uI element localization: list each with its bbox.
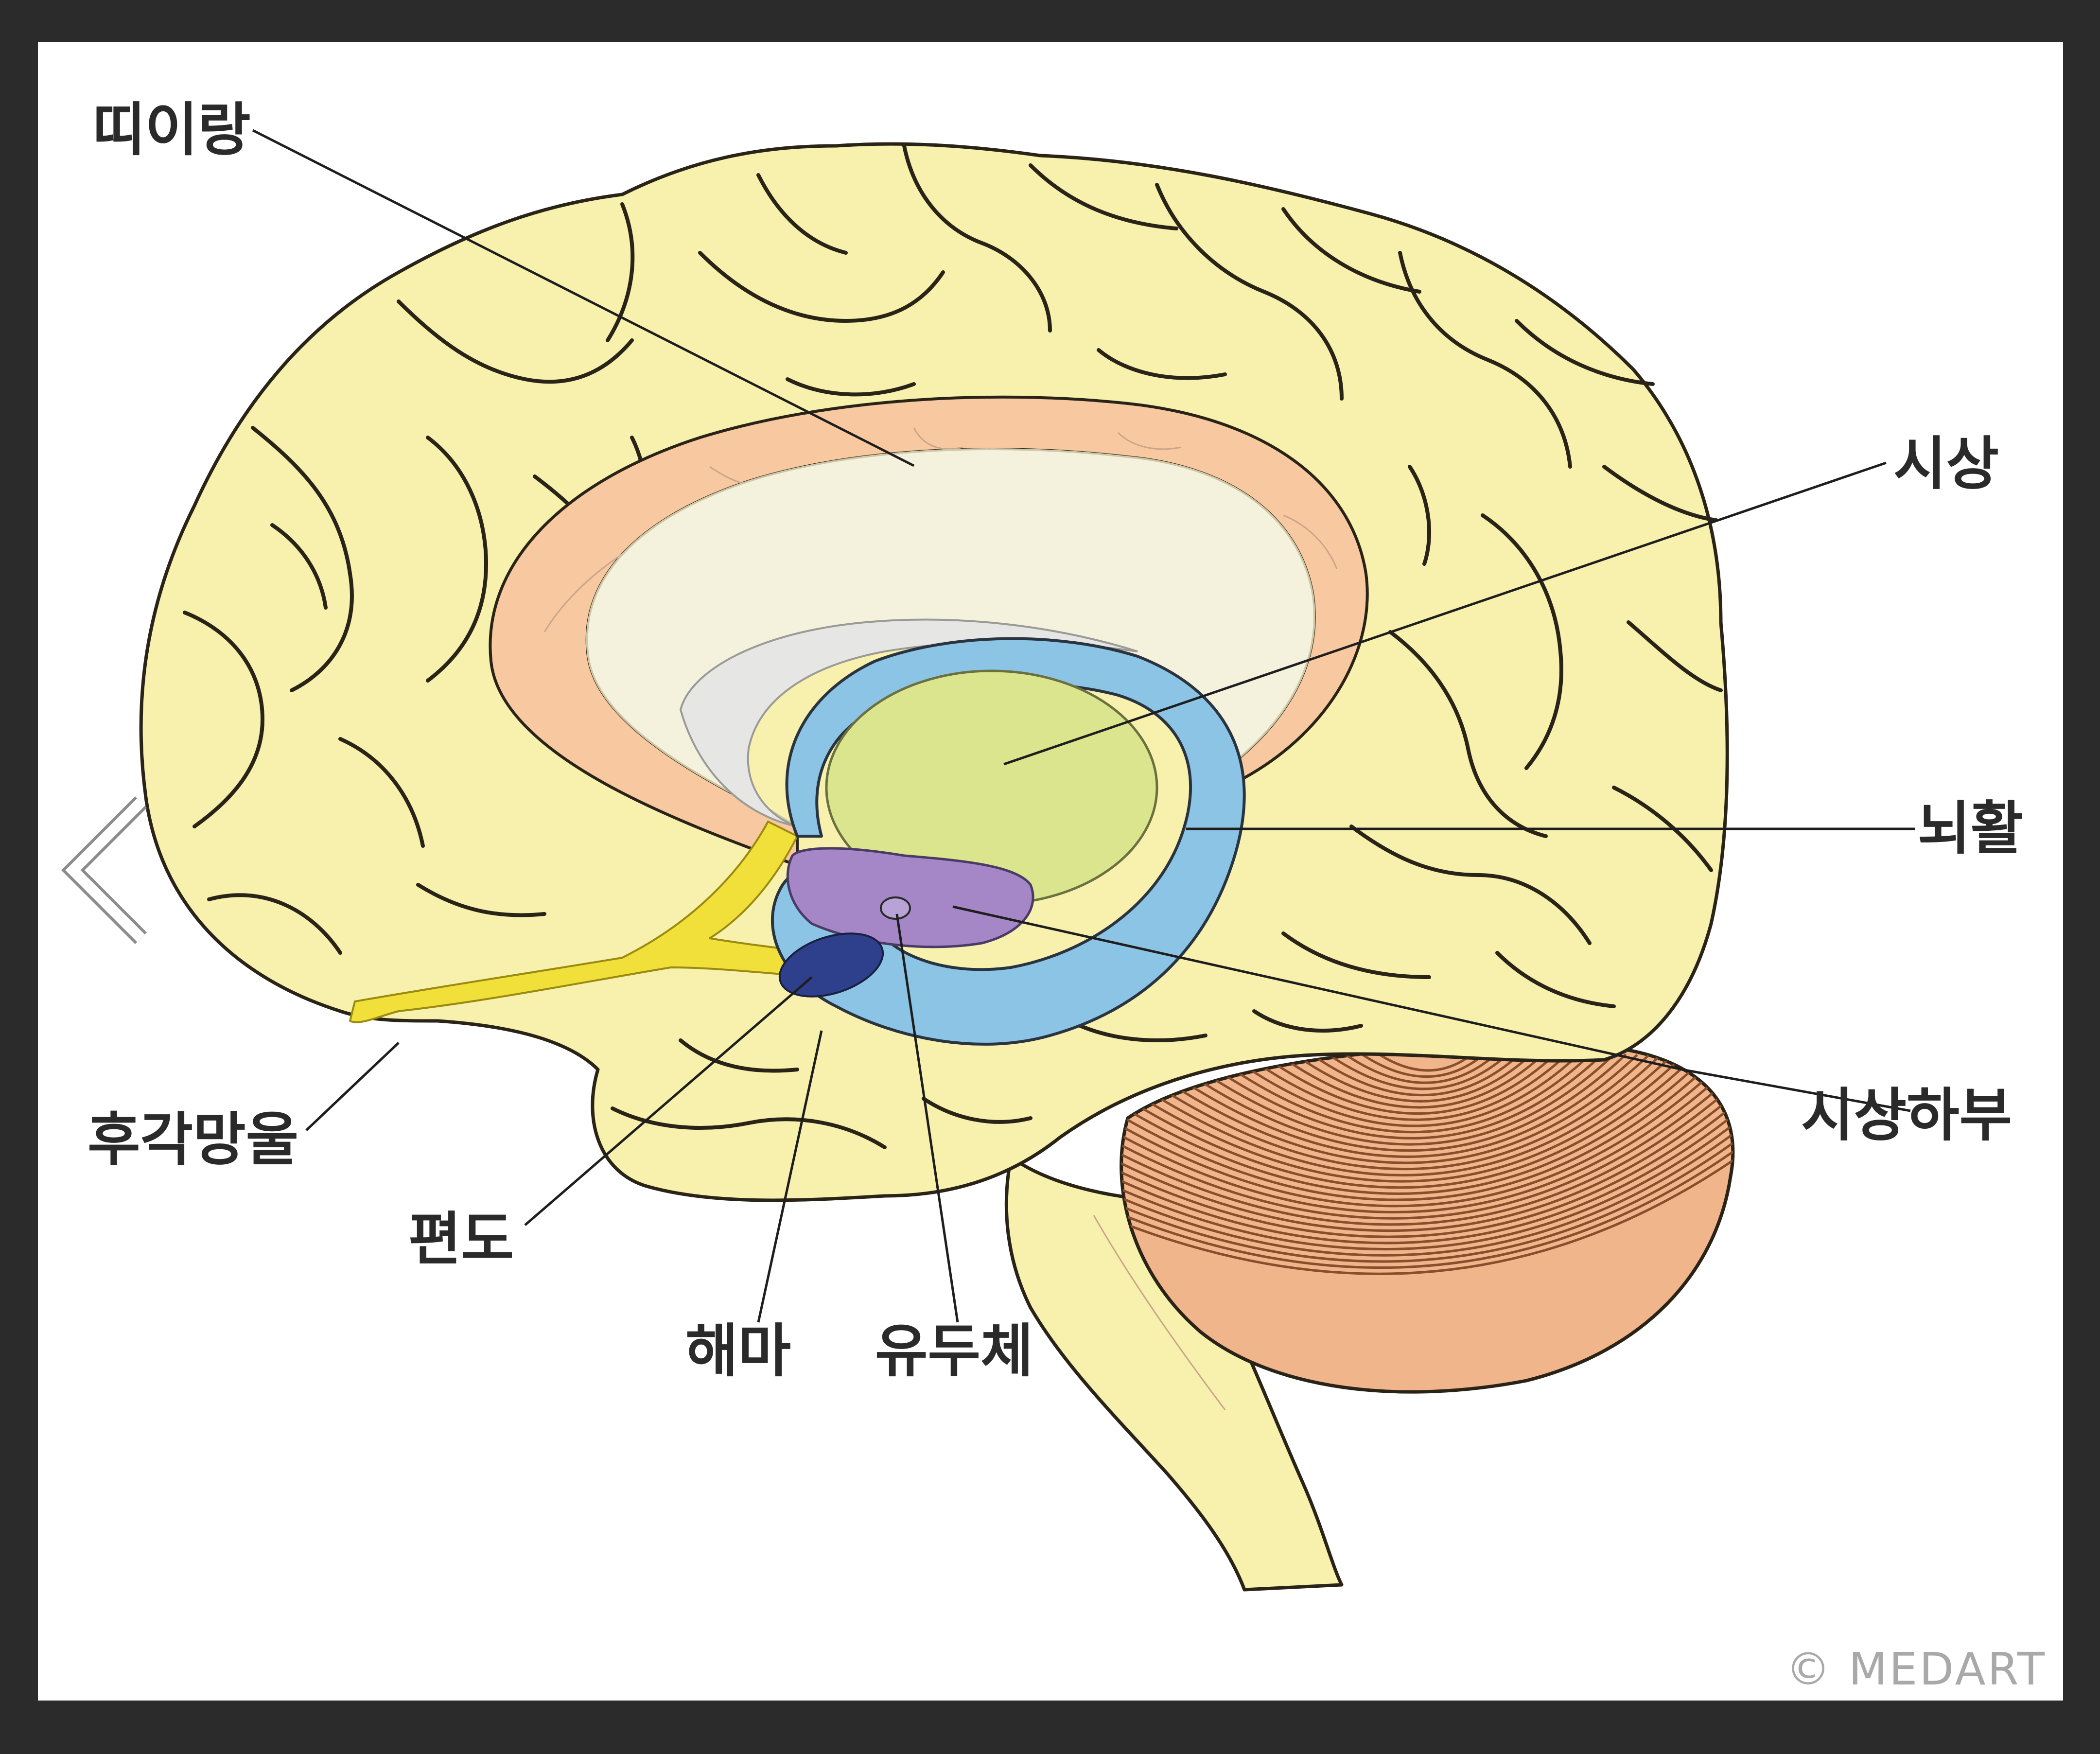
labels: 띠이랑 시상 뇌활 시상하부 후각망울 편도 해마 유두체 [88, 96, 2023, 1385]
leader-cingulate [252, 129, 915, 467]
amygdala [778, 932, 884, 998]
leader-thalamus [1003, 461, 1887, 766]
fornix-hippocampus [771, 637, 1246, 1046]
chevron-left-icon [61, 796, 147, 945]
cerebellum-folium [1331, 1048, 1515, 1090]
label-mammillary-body: 유두체 [875, 1317, 1033, 1385]
cerebellum-folium [1172, 1054, 1638, 1158]
cerebellum-folium [1121, 1061, 1733, 1245]
leader-lines [252, 129, 1915, 1323]
cerebellum-folium [1121, 1063, 1733, 1263]
cerebellum-folium [1157, 1054, 1649, 1164]
cerebellum-folium [1121, 1063, 1733, 1269]
label-hypothalamus: 시상하부 [1801, 1082, 2012, 1149]
cerebellum-folium [1121, 1057, 1706, 1195]
cerebellum-folium [1121, 1061, 1733, 1238]
cerebellum-folium [1121, 1058, 1733, 1213]
cerebellum-folium [1287, 1050, 1548, 1109]
cerebellum-folium [1121, 1058, 1728, 1208]
cerebellum-folium [1129, 1055, 1672, 1176]
leader-hypothalamus [952, 905, 1911, 1112]
watermark: © MEDART [1785, 1643, 2047, 1695]
cerebellum-folium [1215, 1052, 1605, 1140]
cerebellum-folium [1121, 1062, 1733, 1251]
cerebellum-folium [1316, 1049, 1526, 1097]
olfactory-bulb-tract [349, 821, 818, 1023]
label-olfactory-bulb: 후각망울 [88, 1106, 298, 1173]
cerebellum [1120, 1043, 1735, 1394]
previous-image-button[interactable] [53, 792, 160, 948]
mammillary-body [880, 896, 911, 920]
label-fornix: 뇌활 [1918, 795, 2023, 862]
label-hippocampus: 해마 [685, 1317, 791, 1385]
cerebellum-folium [1360, 1047, 1492, 1078]
leader-mammillary [895, 913, 959, 1323]
cortex-folds [183, 144, 1723, 1149]
cerebellum-folium [1143, 1055, 1661, 1171]
cerebellum-folium [1302, 1049, 1537, 1103]
leader-hippocampus [757, 1030, 823, 1323]
cerebellum-folium [1201, 1052, 1616, 1146]
cerebellum-folium [1187, 1053, 1627, 1152]
cerebellum-folium [1259, 1051, 1571, 1121]
cerebellum-folium [1121, 1057, 1717, 1201]
label-amygdala: 편도 [408, 1206, 514, 1273]
cerebellum-folium [1121, 1062, 1733, 1257]
cerebellum-folium [1121, 1059, 1733, 1220]
label-cingulate-gyrus: 띠이랑 [92, 96, 251, 163]
label-thalamus: 시상 [1893, 430, 1999, 497]
cerebellum-folium [1121, 1064, 1733, 1275]
cerebellum-folium [1121, 1056, 1695, 1189]
leader-olfactory [305, 1042, 400, 1131]
cerebellum-folium [1121, 1060, 1733, 1226]
leader-amygdala [524, 976, 813, 1226]
cerebellum-folium [1244, 1051, 1582, 1127]
cerebellum-folium [1345, 1047, 1504, 1084]
cerebellum-folium [1121, 1060, 1733, 1232]
cerebellum-folium [1273, 1050, 1559, 1115]
cerebellum-folium [1230, 1052, 1593, 1134]
cerebellum-folium [1121, 1056, 1683, 1183]
